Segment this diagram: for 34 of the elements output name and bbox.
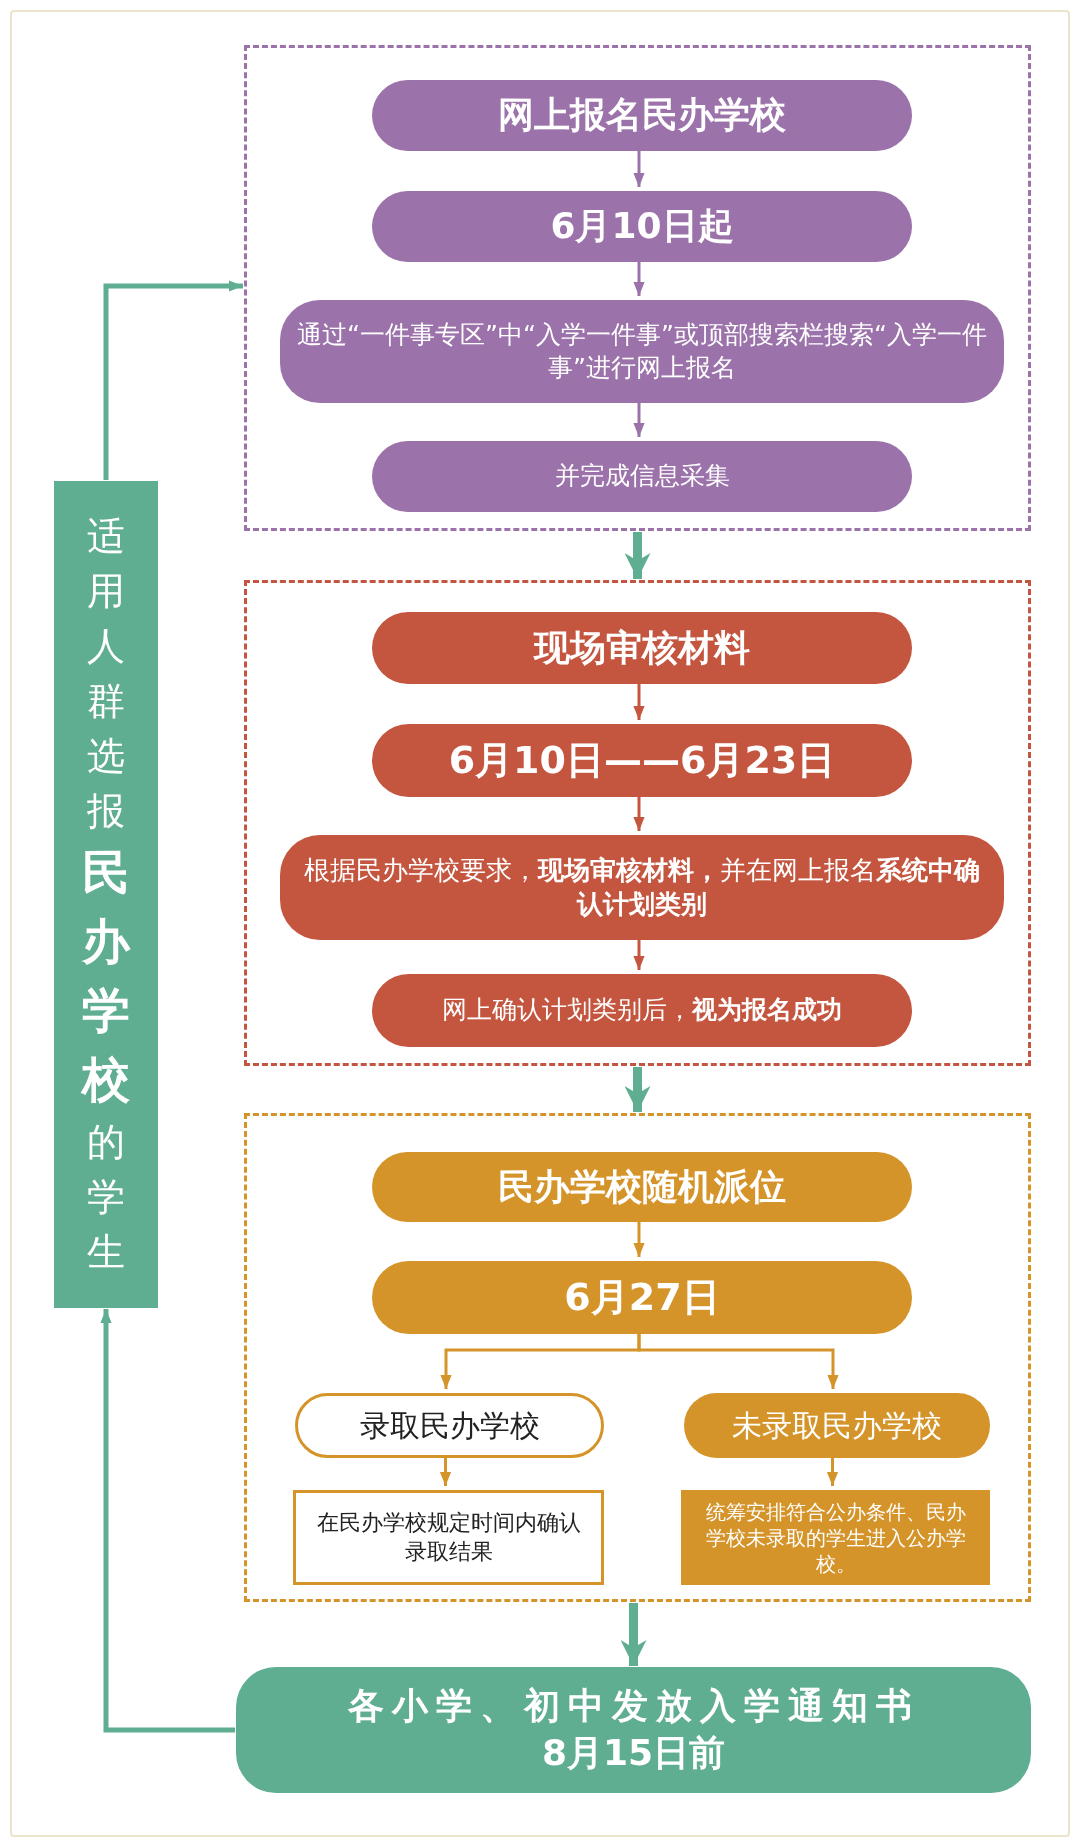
- arrow: [633, 938, 645, 970]
- dashed-group-frame: [244, 580, 1031, 1066]
- arrow: [624, 532, 651, 579]
- result-box: 在民办学校规定时间内确认录取结果: [293, 1490, 604, 1585]
- step-box: 6月10日——6月23日: [372, 724, 912, 797]
- step-box: 现场审核材料: [372, 612, 912, 684]
- arrow: [620, 1603, 647, 1666]
- feedback-arrow: [100, 1309, 235, 1733]
- arrow: [633, 682, 645, 720]
- arrow: [633, 401, 645, 437]
- arrow: [633, 149, 645, 187]
- step-box: 网上报名民办学校: [372, 80, 912, 151]
- dashed-group-frame: [244, 1113, 1031, 1602]
- arrow: [633, 260, 645, 296]
- side-banner: 适用人群选报民办学校的学生: [54, 481, 158, 1308]
- arrow: [633, 1220, 645, 1257]
- step-box: 未录取民办学校: [684, 1393, 990, 1458]
- dashed-group-frame: [244, 45, 1031, 531]
- step-box: 通过“一件事专区”中“入学一件事”或顶部搜索栏搜索“入学一件事”进行网上报名: [280, 300, 1004, 403]
- step-box: 各小学、初中发放入学通知书 8月15日前: [236, 1667, 1031, 1793]
- arrow: [633, 795, 645, 831]
- arrow: [624, 1067, 651, 1112]
- step-box: 6月27日: [372, 1261, 912, 1334]
- result-box: 统筹安排符合公办条件、民办学校未录取的学生进入公办学校。: [681, 1490, 990, 1585]
- arrow: [637, 1332, 839, 1389]
- step-box: 并完成信息采集: [372, 441, 912, 512]
- step-box: 录取民办学校: [295, 1393, 604, 1458]
- arrow: [439, 1456, 452, 1486]
- step-box: 根据民办学校要求，现场审核材料，并在网上报名系统中确认计划类别: [280, 835, 1004, 940]
- feedback-arrow: [103, 280, 243, 480]
- step-box: 网上确认计划类别后，视为报名成功: [372, 974, 912, 1047]
- arrow: [826, 1456, 839, 1486]
- step-box: 6月10日起: [372, 191, 912, 262]
- step-box: 民办学校随机派位: [372, 1152, 912, 1222]
